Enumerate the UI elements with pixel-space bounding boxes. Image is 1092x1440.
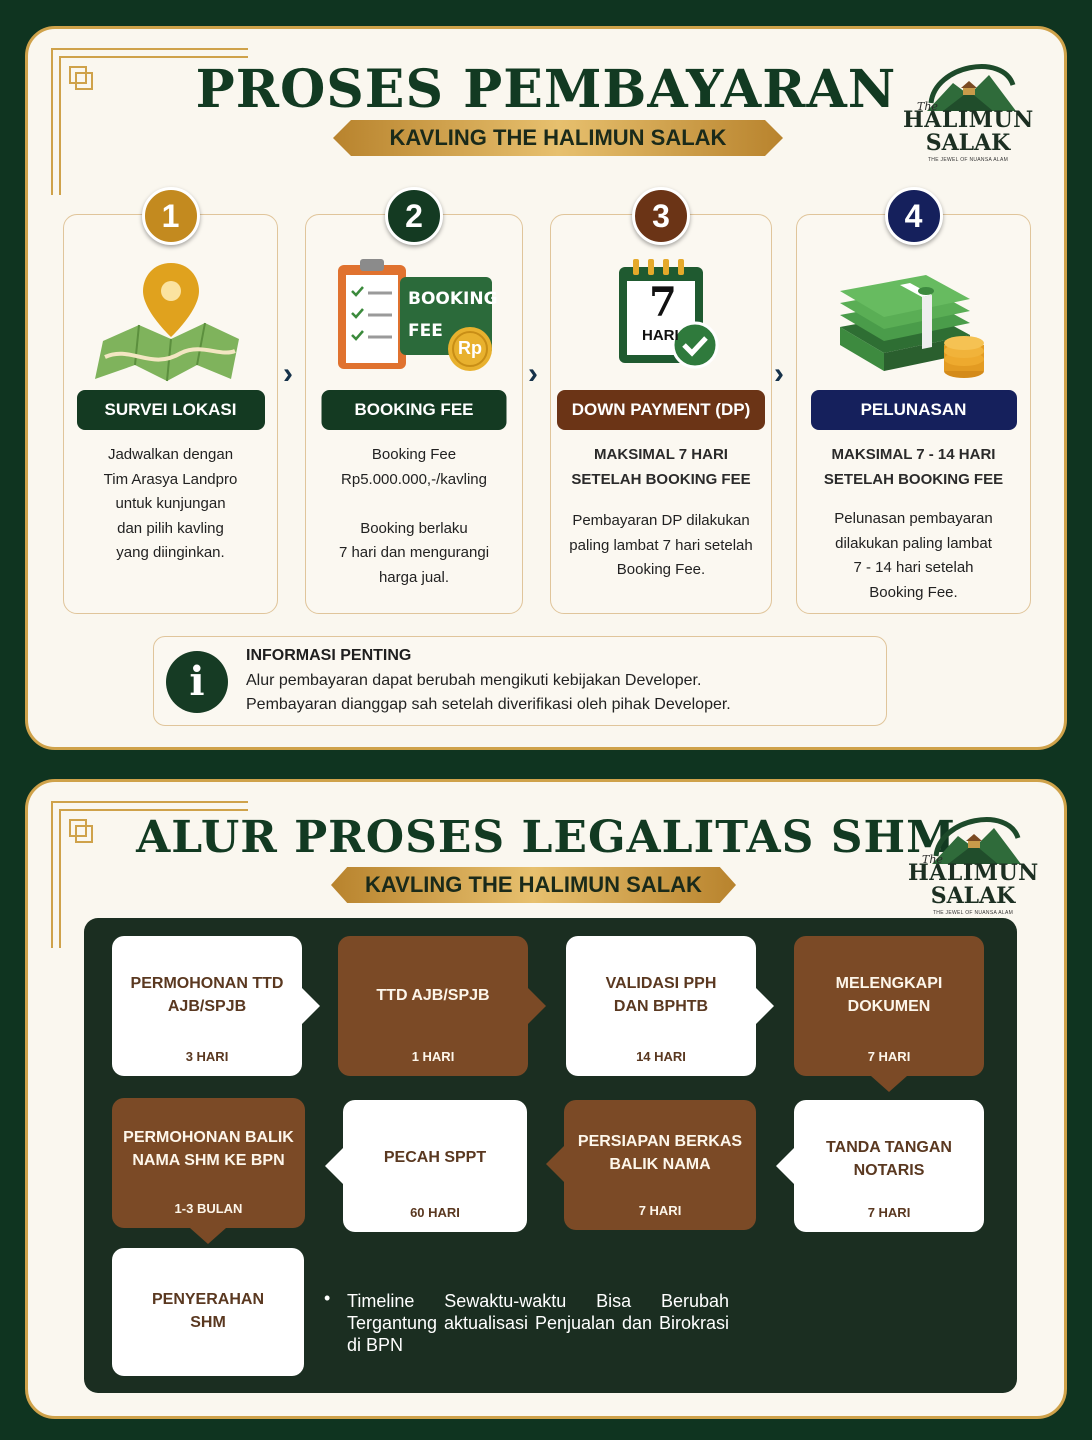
corner-ornament: [51, 48, 248, 195]
flow-step-persiapan-berkas: PERSIAPAN BERKAS BALIK NAMA 7 HARI: [564, 1100, 756, 1230]
legal-flow-board: PERMOHONAN TTD AJB/SPJB 3 HARI TTD AJB/S…: [84, 918, 1017, 1393]
info-icon: i: [166, 651, 228, 713]
step-pelunasan: 4 PELUNASAN MAKSIMAL 7 - 14: [796, 187, 1031, 614]
step-description: Jadwalkan dengan Tim Arasya Landpro untu…: [103, 446, 238, 561]
timeline-note: Timeline Sewaktu-waktu Bisa Berubah Terg…: [347, 1291, 729, 1355]
info-title: INFORMASI PENTING: [246, 647, 412, 664]
legal-panel: ALUR PROSES LEGALITAS SHM KAVLING THE HA…: [25, 779, 1067, 1419]
halimun-salak-logo: The HALIMUN SALAK THE JEWEL OF NUANSA AL…: [908, 798, 1038, 923]
flow-step-melengkapi-dokumen: MELENGKAPI DOKUMEN 7 HARI: [794, 936, 984, 1076]
calendar-check-icon: 7 HARI: [581, 253, 741, 383]
mountain-logo-icon: [932, 817, 1021, 864]
money-stack-icon: [839, 275, 984, 378]
step-label: SURVEI LOKASI: [76, 390, 265, 430]
subtitle-ribbon: KAVLING THE HALIMUN SALAK: [331, 867, 736, 903]
flow-step-validasi-pph: VALIDASI PPH DAN BPHTB 14 HARI: [566, 936, 756, 1076]
step-deadline: MAKSIMAL 7 HARI: [594, 446, 728, 463]
map-pin-icon: [94, 263, 239, 382]
arrow-right-icon: [302, 988, 320, 1024]
arrow-left-icon: [546, 1146, 564, 1182]
step-number-badge: 1: [141, 187, 200, 245]
flow-step-ttd-ajb: TTD AJB/SPJB 1 HARI: [338, 936, 528, 1076]
step-number-badge: 3: [632, 187, 690, 245]
arrow-down-icon: [190, 1228, 226, 1244]
chevron-right-icon: ›: [528, 357, 538, 390]
step-label: BOOKING FEE: [321, 390, 507, 430]
arrow-left-icon: [776, 1148, 794, 1184]
flow-step-penyerahan-shm: PENYERAHAN SHM: [112, 1248, 304, 1376]
flow-step-permohonan-balik-nama: PERMOHONAN BALIK NAMA SHM KE BPN 1-3 BUL…: [112, 1098, 305, 1228]
chevron-right-icon: ›: [283, 357, 293, 390]
info-line: Pembayaran dianggap sah setelah diverifi…: [246, 696, 731, 713]
step-booking-fee: 2 BOOKING FEE Rp BOOKING FEE Booking Fee…: [305, 187, 523, 614]
payment-panel: PROSES PEMBAYARAN KAVLING THE HALIMUN SA…: [25, 26, 1067, 750]
step-survei-lokasi: 1 SURVEI LOKASI Jadwalkan dengan Tim Ara…: [63, 187, 278, 614]
step-description: Pelunasan pembayaran dilakukan paling la…: [834, 510, 993, 601]
important-info-box: i INFORMASI PENTING Alur pembayaran dapa…: [153, 636, 887, 726]
flow-step-pecah-sppt: PECAH SPPT 60 HARI: [343, 1100, 527, 1232]
step-number-badge: 2: [385, 187, 443, 245]
mountain-logo-icon: [927, 64, 1016, 111]
arrow-down-icon: [871, 1076, 907, 1092]
bullet-icon: •: [324, 1288, 331, 1308]
arrow-right-icon: [528, 988, 546, 1024]
step-deadline: MAKSIMAL 7 - 14 HARI: [831, 446, 996, 463]
arrow-left-icon: [325, 1148, 343, 1184]
step-deadline: SETELAH BOOKING FEE: [823, 471, 1004, 488]
page-title: PROSES PEMBAYARAN: [195, 59, 897, 120]
step-label: DOWN PAYMENT (DP): [557, 390, 765, 430]
step-deadline: SETELAH BOOKING FEE: [571, 471, 751, 488]
booking-fee-icon: BOOKING FEE Rp: [334, 253, 498, 383]
step-down-payment: 3 7 HARI DOWN PAYMENT (DP) MAKSIMAL 7 HA…: [550, 187, 772, 614]
info-line: Alur pembayaran dapat berubah mengikuti …: [246, 672, 702, 689]
flow-step-tanda-tangan-notaris: TANDA TANGAN NOTARIS 7 HARI: [794, 1100, 984, 1232]
step-description: Booking Fee Rp5.000.000,-/kavling Bookin…: [338, 446, 490, 586]
halimun-salak-logo: The HALIMUN SALAK THE JEWEL OF NUANSA AL…: [903, 45, 1033, 170]
subtitle-ribbon: KAVLING THE HALIMUN SALAK: [333, 120, 783, 156]
arrow-right-icon: [756, 988, 774, 1024]
chevron-right-icon: ›: [774, 357, 784, 390]
step-description: Pembayaran DP dilakukan paling lambat 7 …: [569, 512, 753, 578]
page-title: ALUR PROSES LEGALITAS SHM: [136, 812, 956, 863]
corner-ornament: [51, 801, 248, 948]
step-number-badge: 4: [884, 187, 943, 245]
flow-step-permohonan-ttd: PERMOHONAN TTD AJB/SPJB 3 HARI: [112, 936, 302, 1076]
step-label: PELUNASAN: [810, 390, 1017, 430]
